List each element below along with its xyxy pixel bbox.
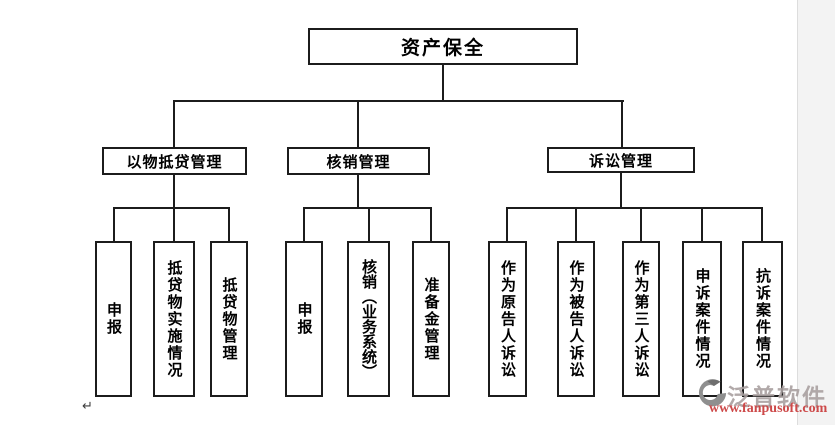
connector-branch-drop bbox=[621, 100, 623, 147]
node-leaf: 核销（业务系统） bbox=[347, 241, 390, 397]
watermark-url: www.fanpusoft.com bbox=[709, 401, 828, 416]
node-leaf-label: 抵贷物实施情况 bbox=[165, 259, 183, 379]
watermark-brand: 泛普软件 bbox=[727, 384, 827, 410]
connector-branch-stem bbox=[357, 175, 359, 208]
connector-branch-stem bbox=[620, 173, 622, 208]
node-branch-label: 诉讼管理 bbox=[588, 152, 653, 170]
node-leaf-label: 抗诉案件情况 bbox=[754, 268, 771, 370]
node-branch-label: 核销管理 bbox=[326, 153, 391, 171]
connector-leaf-drop bbox=[173, 207, 175, 241]
connector-branch-drop bbox=[173, 100, 175, 147]
node-leaf: 申报 bbox=[285, 241, 323, 397]
connector-leaf-drop bbox=[368, 207, 370, 241]
paragraph-return-mark: ↵ bbox=[82, 399, 93, 414]
node-leaf-label: 核销（业务系统） bbox=[360, 259, 377, 379]
connector-leaf-drop bbox=[303, 207, 305, 241]
node-leaf: 抗诉案件情况 bbox=[742, 241, 783, 397]
node-leaf: 抵贷物实施情况 bbox=[153, 241, 195, 397]
node-leaf: 申诉案件情况 bbox=[682, 241, 722, 397]
connector-root-stem bbox=[442, 65, 444, 102]
connector-middle-rail bbox=[303, 207, 432, 209]
node-leaf: 抵贷物管理 bbox=[210, 241, 248, 397]
node-branch-collateral: 以物抵贷管理 bbox=[102, 147, 247, 175]
connector-leaf-drop bbox=[761, 207, 763, 241]
connector-leaf-drop bbox=[701, 207, 703, 241]
node-leaf-label: 申报 bbox=[295, 302, 313, 336]
node-leaf-label: 准备金管理 bbox=[422, 276, 440, 362]
node-leaf: 作为被告人诉讼 bbox=[557, 241, 595, 397]
node-leaf: 准备金管理 bbox=[412, 241, 450, 397]
connector-left-rail bbox=[113, 207, 230, 209]
node-leaf-label: 申报 bbox=[105, 302, 122, 336]
node-branch-writeoff: 核销管理 bbox=[287, 147, 430, 175]
node-leaf-label: 抵贷物管理 bbox=[220, 276, 238, 362]
node-leaf-label: 作为原告人诉讼 bbox=[499, 259, 516, 379]
connector-right-rail bbox=[506, 207, 763, 209]
node-leaf-label: 作为被告人诉讼 bbox=[567, 259, 585, 379]
connector-branch-drop bbox=[357, 100, 359, 147]
connector-branch-stem bbox=[173, 175, 175, 208]
connector-level1-rail bbox=[173, 100, 624, 102]
node-leaf: 作为原告人诉讼 bbox=[488, 241, 527, 397]
node-branch-label: 以物抵贷管理 bbox=[126, 153, 223, 171]
connector-leaf-drop bbox=[640, 207, 642, 241]
node-leaf: 申报 bbox=[95, 241, 132, 397]
connector-leaf-drop bbox=[430, 207, 432, 241]
node-leaf-label: 申诉案件情况 bbox=[693, 268, 711, 370]
node-root-label: 资产保全 bbox=[400, 38, 485, 59]
node-leaf-label: 作为第三人诉讼 bbox=[632, 259, 650, 379]
page-gutter bbox=[797, 0, 835, 425]
connector-leaf-drop bbox=[113, 207, 115, 241]
connector-leaf-drop bbox=[228, 207, 230, 241]
node-leaf: 作为第三人诉讼 bbox=[622, 241, 660, 397]
fanpu-swoosh-icon bbox=[698, 379, 727, 407]
node-branch-litigation: 诉讼管理 bbox=[547, 147, 695, 173]
connector-leaf-drop bbox=[575, 207, 577, 241]
connector-leaf-drop bbox=[506, 207, 508, 241]
node-root: 资产保全 bbox=[308, 28, 578, 65]
